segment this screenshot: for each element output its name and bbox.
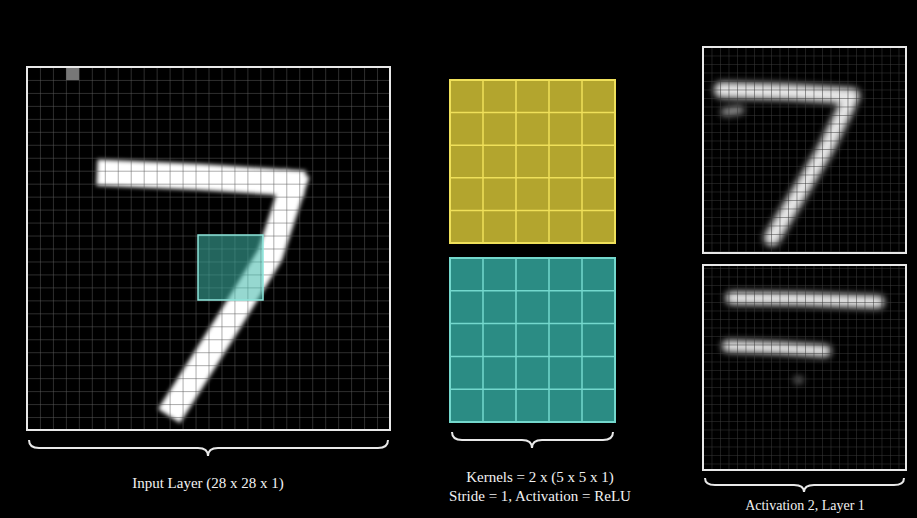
input-grid	[27, 67, 390, 430]
kernel-yellow	[450, 80, 615, 243]
kernel-teal	[450, 258, 615, 422]
activation-map-1	[703, 47, 906, 253]
activation-map-2	[703, 265, 906, 470]
activation-label: Activation 2, Layer 1	[745, 497, 865, 515]
curly-brace	[29, 432, 904, 492]
kernel-label: Kernels = 2 x (5 x 5 x 1)	[466, 468, 614, 486]
layer-label: Input Layer (28 x 28 x 1)	[132, 474, 284, 492]
kernel-label: Stride = 1, Activation = ReLU	[449, 487, 631, 505]
receptive-field	[198, 235, 263, 300]
